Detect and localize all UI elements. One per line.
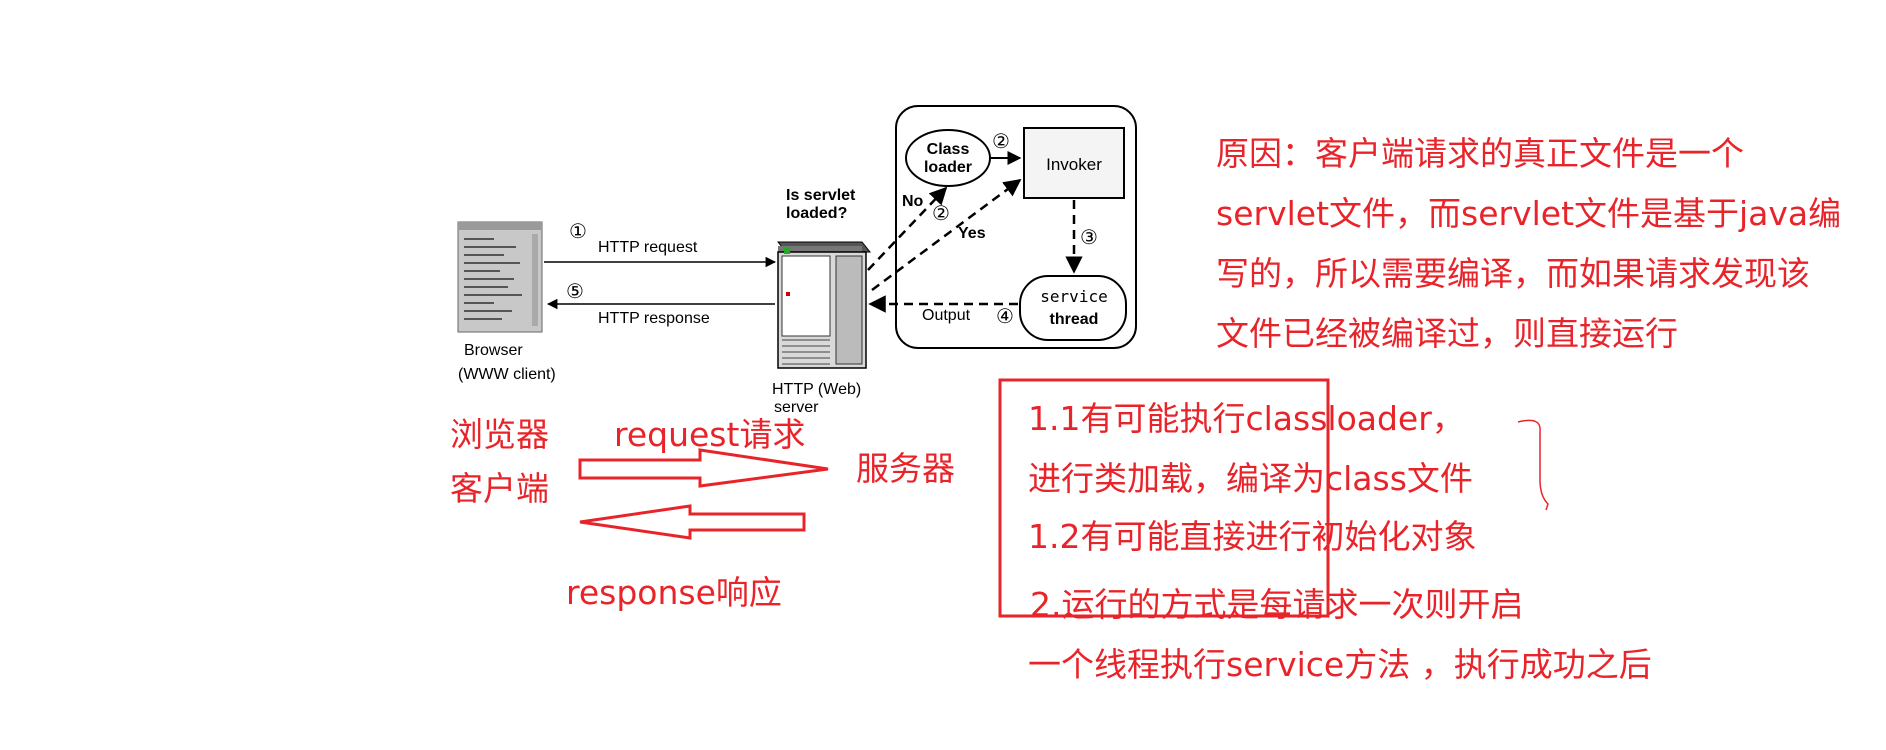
step-3-label: ③ (1080, 225, 1098, 249)
http-web-label: HTTP (Web) (772, 381, 861, 398)
browser-window-icon (457, 221, 543, 333)
step-line-3: 1.2有可能直接进行初始化对象 (1028, 517, 1477, 556)
step-2-mid-label: ② (932, 201, 950, 225)
reason-line-1: 原因：客户端请求的真正文件是一个 (1216, 134, 1744, 173)
step-line-1: 1.1有可能执行classloader， (1028, 399, 1465, 438)
invoker-label: Invoker (1046, 155, 1102, 174)
output-label: Output (922, 307, 971, 324)
server-label: server (774, 399, 819, 416)
step-line-2: 进行类加载，编译为class文件 (1028, 459, 1473, 498)
yes-label: Yes (958, 225, 986, 242)
request-block-arrow (578, 448, 829, 488)
no-arrow (867, 186, 948, 271)
step-4-label: ④ (996, 304, 1014, 328)
browser-cn-label-1: 浏览器 (450, 415, 549, 454)
reason-line-4: 文件已经被编译过，则直接运行 (1216, 314, 1678, 353)
reason-line-3: 写的，所以需要编译，而如果请求发现该 (1216, 254, 1810, 293)
step-line-4: 2.运行的方式是每请求一次则开启 (1030, 585, 1524, 624)
brace-mark (1517, 419, 1549, 511)
class-loader-node (905, 129, 991, 187)
http-request-label: HTTP request (598, 239, 698, 256)
step-1-label: ① (569, 219, 587, 243)
invoker-node (1023, 127, 1125, 199)
server-cn-label: 服务器 (856, 449, 955, 488)
service-thread-node (1019, 275, 1127, 341)
web-server-icon (776, 241, 872, 369)
thread-label: thread (1050, 311, 1099, 328)
browser-label: Browser (464, 342, 523, 359)
yes-arrow (871, 178, 1022, 292)
steps-highlight-box (998, 378, 1330, 618)
step-5-label: ⑤ (566, 279, 584, 303)
www-client-label: (WWW client) (458, 366, 556, 383)
is-servlet-loaded-label-1: Is servlet (786, 187, 856, 204)
step-line-5: 一个线程执行service方法 ，执行成功之后 (1028, 645, 1652, 684)
no-label: No (902, 193, 924, 210)
servlet-container-box (895, 105, 1137, 349)
request-label: request请求 (614, 415, 806, 454)
is-servlet-loaded-label-2: loaded? (786, 205, 847, 222)
response-block-arrow (579, 504, 806, 540)
browser-cn-label-2: 客户端 (450, 469, 549, 508)
http-response-label: HTTP response (598, 310, 710, 327)
step-2-top-label: ② (992, 129, 1010, 153)
reason-line-2: servlet文件，而servlet文件是基于java编 (1216, 194, 1842, 233)
response-label: response响应 (566, 573, 782, 612)
class-loader-label-1: Class (927, 141, 970, 158)
class-loader-label-2: loader (924, 159, 972, 176)
service-label: service (1040, 287, 1107, 306)
